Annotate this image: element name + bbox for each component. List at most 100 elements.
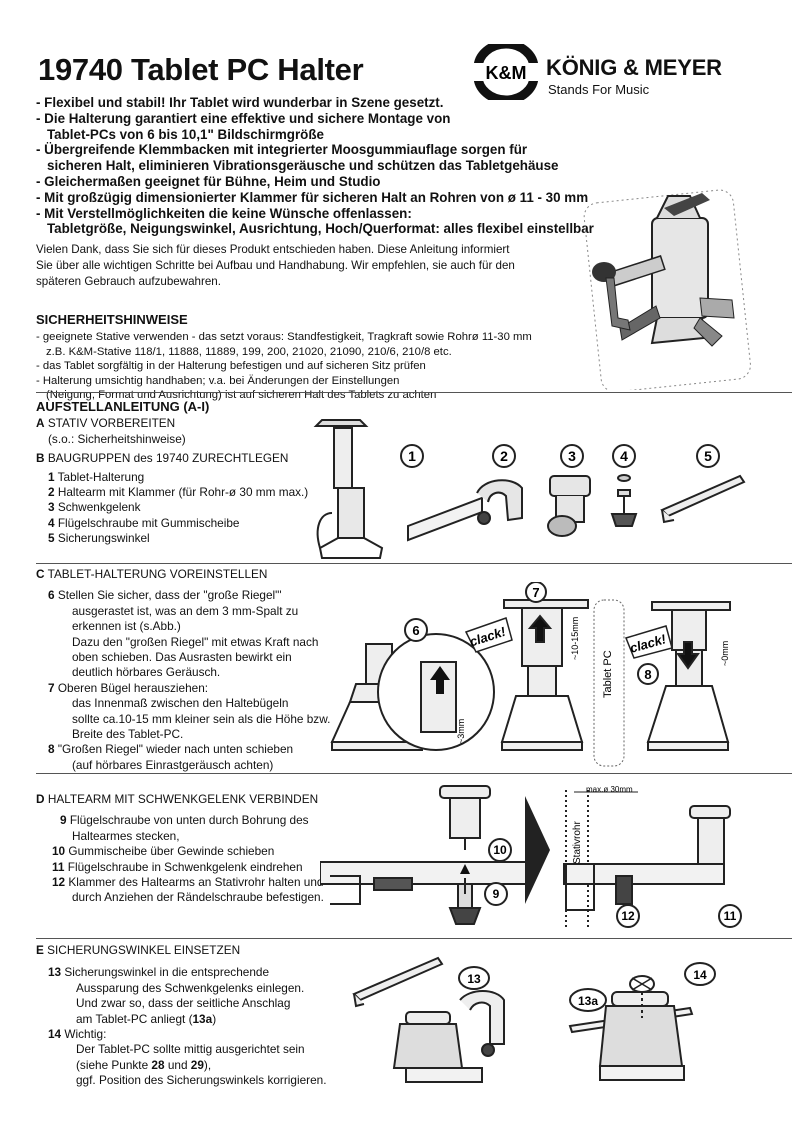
intro-line: Sie über alle wichtigen Schritte bei Auf… [36, 259, 515, 273]
step-line: deutlich hörbares Geräusch. [72, 665, 221, 680]
step-line: 11 Flügelschraube in Schwenkgelenk eindr… [52, 859, 303, 874]
callout-10: 10 [493, 843, 507, 857]
parts-list: 1 Tablet-Halterung 2 Haltearm mit Klamme… [36, 470, 308, 547]
feature-line: - Mit Verstellmöglichkeiten die keine Wü… [36, 205, 412, 221]
section-d: D HALTEARM MIT SCHWENKGELENK VERBINDEN 9… [36, 792, 324, 906]
logo-brand: KÖNIG & MEYER [546, 55, 722, 80]
part-4-screw [610, 474, 638, 527]
step-line: 13 Sicherungswinkel in die entsprechende [48, 965, 270, 980]
step-line: (siehe Punkte 28 und 29), [76, 1057, 212, 1072]
section-d-title: D HALTEARM MIT SCHWENKGELENK VERBINDEN [36, 792, 319, 806]
section-e-title: E SICHERUNGSWINKEL EINSETZEN [36, 943, 241, 957]
callout-2: 2 [500, 448, 508, 464]
part-item: 5 Sicherungswinkel [48, 531, 150, 546]
step-line: Haltearmes stecken, [72, 828, 180, 843]
section-b-title: B BAUGRUPPEN des 19740 ZURECHTLEGEN [36, 451, 289, 466]
step-line: Der Tablet-PC sollte mittig ausgerichtet… [76, 1042, 305, 1057]
step-line: 8 "Großen Riegel" wieder nach unten schi… [48, 742, 294, 757]
tube-label: Stativrohr [572, 821, 583, 864]
arm-joint-illustration: max.ø 30mm Stativrohr 10 9 12 11 [320, 785, 742, 930]
step-line: ggf. Position des Sicherungswinkels korr… [76, 1073, 327, 1088]
logo-mark-text: K&M [486, 63, 527, 83]
callouts-b: 1 2 3 4 5 [400, 444, 720, 468]
gap-label: ~3mm [456, 719, 466, 744]
callout-7: 7 [532, 585, 539, 600]
section-c-steps: 6 Stellen Sie sicher, dass der "große Ri… [36, 588, 330, 773]
feature-line: - Übergreifende Klemmbacken mit integrie… [36, 142, 528, 158]
step-line: 12 Klammer des Haltearms an Stativrohr h… [52, 875, 324, 890]
callout-3: 3 [568, 448, 576, 464]
safety-line: z.B. K&M-Stative 118/1, 11888, 11889, 19… [46, 345, 452, 358]
safety-line: - das Tablet sorgfältig in der Halterung… [36, 360, 426, 373]
step-line: Dazu den "großen Riegel" mit etwas Kraft… [72, 634, 319, 649]
safety-line: - Halterung umsichtig handhaben; v.a. be… [36, 374, 400, 387]
step-line: (auf hörbares Einrastgeräusch achten) [72, 757, 274, 772]
step-line: Breite des Tablet-PC. [72, 727, 184, 742]
assembly-heading: AUFSTELLANLEITUNG (A-I) [36, 399, 210, 414]
callout-9: 9 [493, 887, 500, 901]
intro-text: Vielen Dank, dass Sie sich für dieses Pr… [36, 242, 515, 291]
step-line: das Innenmaß zwischen den Haltebügeln [72, 696, 289, 711]
section-divider [36, 773, 792, 774]
safety-section: SICHERHEITSHINWEISE - geeignete Stative … [36, 312, 532, 402]
logo-tagline: Stands For Music [548, 82, 650, 97]
callout-11: 11 [724, 909, 737, 923]
callout-1: 1 [408, 448, 416, 464]
section-divider [36, 938, 792, 939]
section-ab: AUFSTELLANLEITUNG (A-I) A STATIV VORBERE… [36, 399, 308, 547]
callout-13a: 13a [578, 994, 598, 1008]
step-line: erkennen ist (s.Abb.) [72, 619, 181, 634]
part-3-joint [547, 475, 591, 537]
step-line: 6 Stellen Sie sicher, dass der "große Ri… [48, 588, 282, 603]
step-line: Aussparung des Schwenkgelenks einlegen. [76, 980, 305, 995]
part-item: 4 Flügelschraube mit Gummischeibe [48, 515, 240, 530]
step-line: 10 Gummischeibe über Gewinde schieben [52, 844, 275, 859]
section-e: E SICHERUNGSWINKEL EINSETZEN 13 Sicherun… [36, 943, 326, 1089]
range-label: ~10-15mm [570, 617, 580, 660]
part-1-holder [313, 419, 384, 559]
part-2-arm [407, 479, 523, 542]
zero-label: ~0mm [720, 641, 730, 666]
step-line: 9 Flügelschraube von unten durch Bohrung… [60, 813, 309, 828]
section-divider [36, 563, 792, 564]
callout-14: 14 [693, 968, 707, 982]
part-item: 3 Schwenkgelenk [48, 500, 141, 515]
section-c-title: C TABLET-HALTERUNG VOREINSTELLEN [36, 567, 268, 581]
part-5-bracket [660, 474, 746, 524]
section-divider [36, 392, 792, 393]
hero-holder-illustration [583, 189, 751, 390]
safety-line: - geeignete Stative verwenden - das setz… [36, 331, 532, 344]
callout-12: 12 [621, 909, 635, 923]
section-e-steps: 13 Sicherungswinkel in die entsprechende… [36, 965, 326, 1088]
feature-line: sicheren Halt, eliminieren Vibrationsger… [47, 158, 559, 174]
step-line: Und zwar so, dass der seitliche Anschlag [76, 996, 291, 1011]
arrow-divider [525, 796, 550, 904]
safety-heading: SICHERHEITSHINWEISE [36, 312, 188, 327]
step-line: sollte ca.10-15 mm kleiner sein als die … [72, 711, 331, 726]
max-diameter-label: max.ø 30mm [586, 785, 633, 794]
feature-line: - Die Halterung garantiert eine effektiv… [36, 110, 451, 126]
step-line: durch Anziehen der Rändelschraube befest… [72, 890, 324, 905]
section-d-steps: 9 Flügelschraube von unten durch Bohrung… [36, 813, 324, 905]
parts-illustration: 1 2 3 4 5 [313, 419, 746, 559]
section-a-note: (s.o.: Sicherheitshinweise) [48, 431, 186, 446]
callout-6: 6 [412, 623, 419, 638]
step-line: ausgerastet ist, was an dem 3 mm-Spalt z… [72, 603, 299, 618]
section-a-title: A STATIV VORBEREITEN [36, 416, 176, 431]
callout-5: 5 [704, 448, 712, 464]
step-line: am Tablet-PC anliegt (13a) [76, 1011, 217, 1026]
intro-line: späteren Gebrauch aufzubewahren. [36, 275, 221, 289]
feature-line: Tablet-PCs von 6 bis 10,1" Bildschirmgrö… [47, 126, 324, 142]
feature-list: - Flexibel und stabil! Ihr Tablet wird w… [36, 95, 594, 237]
km-logo: K&M KÖNIG & MEYER Stands For Music [470, 44, 770, 100]
callout-13: 13 [467, 972, 481, 986]
feature-line: Tabletgröße, Neigungswinkel, Ausrichtung… [47, 221, 594, 237]
step-line: 7 Oberen Bügel herausziehen: [48, 680, 209, 695]
intro-line: Vielen Dank, dass Sie sich für dieses Pr… [36, 243, 510, 256]
feature-line: - Gleichermaßen geeignet für Bühne, Heim… [36, 173, 381, 189]
step-line: oben schieben. Das Ausrasten bewirkt ein [72, 650, 292, 665]
part-item: 1 Tablet-Halterung [48, 469, 145, 484]
bracket-illustration: 13 13a 14 [352, 956, 716, 1083]
callout-4: 4 [620, 448, 628, 464]
tablet-label: Tablet PC [602, 650, 614, 698]
